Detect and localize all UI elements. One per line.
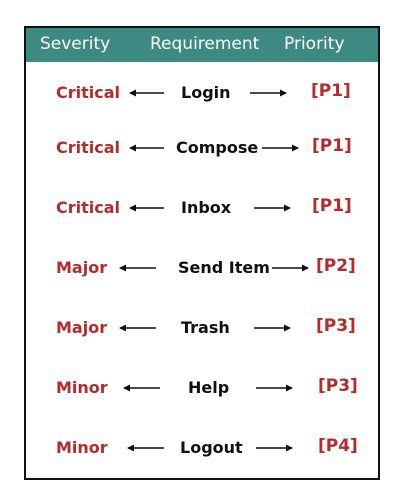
requirement-label: Inbox — [181, 198, 232, 217]
requirement-label: Compose — [176, 138, 259, 157]
right-arrow-icon — [256, 444, 293, 452]
severity-label: Critical — [56, 198, 121, 217]
table-row: Critical Login [P1] — [26, 81, 378, 105]
severity-label: Critical — [56, 138, 121, 157]
table-row: Minor Help [P3] — [26, 376, 378, 400]
left-arrow-icon — [129, 204, 164, 212]
severity-label: Minor — [56, 378, 108, 397]
priority-label: [P2] — [316, 256, 356, 276]
priority-label: [P1] — [312, 196, 352, 216]
priority-label: [P1] — [312, 136, 352, 156]
left-arrow-icon — [127, 444, 164, 452]
priority-label: [P1] — [311, 81, 351, 101]
right-arrow-icon — [254, 204, 291, 212]
header-requirement: Requirement — [150, 34, 260, 54]
header-severity: Severity — [40, 34, 111, 54]
table-row: Major Send Item [P2] — [26, 256, 378, 280]
right-arrow-icon — [254, 324, 291, 332]
priority-label: [P3] — [318, 376, 358, 396]
right-arrow-icon — [256, 384, 293, 392]
requirement-label: Send Item — [178, 258, 270, 277]
priority-label: [P4] — [318, 436, 358, 456]
requirement-label: Logout — [180, 438, 243, 457]
severity-label: Critical — [56, 83, 121, 102]
left-arrow-icon — [123, 384, 160, 392]
severity-label: Minor — [56, 438, 108, 457]
right-arrow-icon — [250, 89, 287, 97]
priority-label: [P3] — [316, 316, 356, 336]
left-arrow-icon — [119, 324, 156, 332]
requirement-label: Trash — [181, 318, 230, 337]
severity-label: Major — [56, 258, 108, 277]
left-arrow-icon — [129, 89, 164, 97]
table-row: Critical Compose [P1] — [26, 136, 378, 160]
requirement-label: Help — [188, 378, 230, 397]
severity-label: Major — [56, 318, 108, 337]
right-arrow-icon — [272, 264, 309, 272]
severity-priority-table: Severity Requirement Priority Critical L… — [24, 26, 380, 480]
right-arrow-icon — [262, 144, 299, 152]
requirement-label: Login — [181, 83, 231, 102]
table-header: Severity Requirement Priority — [26, 28, 378, 62]
table-row: Critical Inbox [P1] — [26, 196, 378, 220]
table-row: Major Trash [P3] — [26, 316, 378, 340]
header-priority: Priority — [284, 34, 345, 54]
left-arrow-icon — [129, 144, 164, 152]
table-row: Minor Logout [P4] — [26, 436, 378, 460]
left-arrow-icon — [119, 264, 156, 272]
